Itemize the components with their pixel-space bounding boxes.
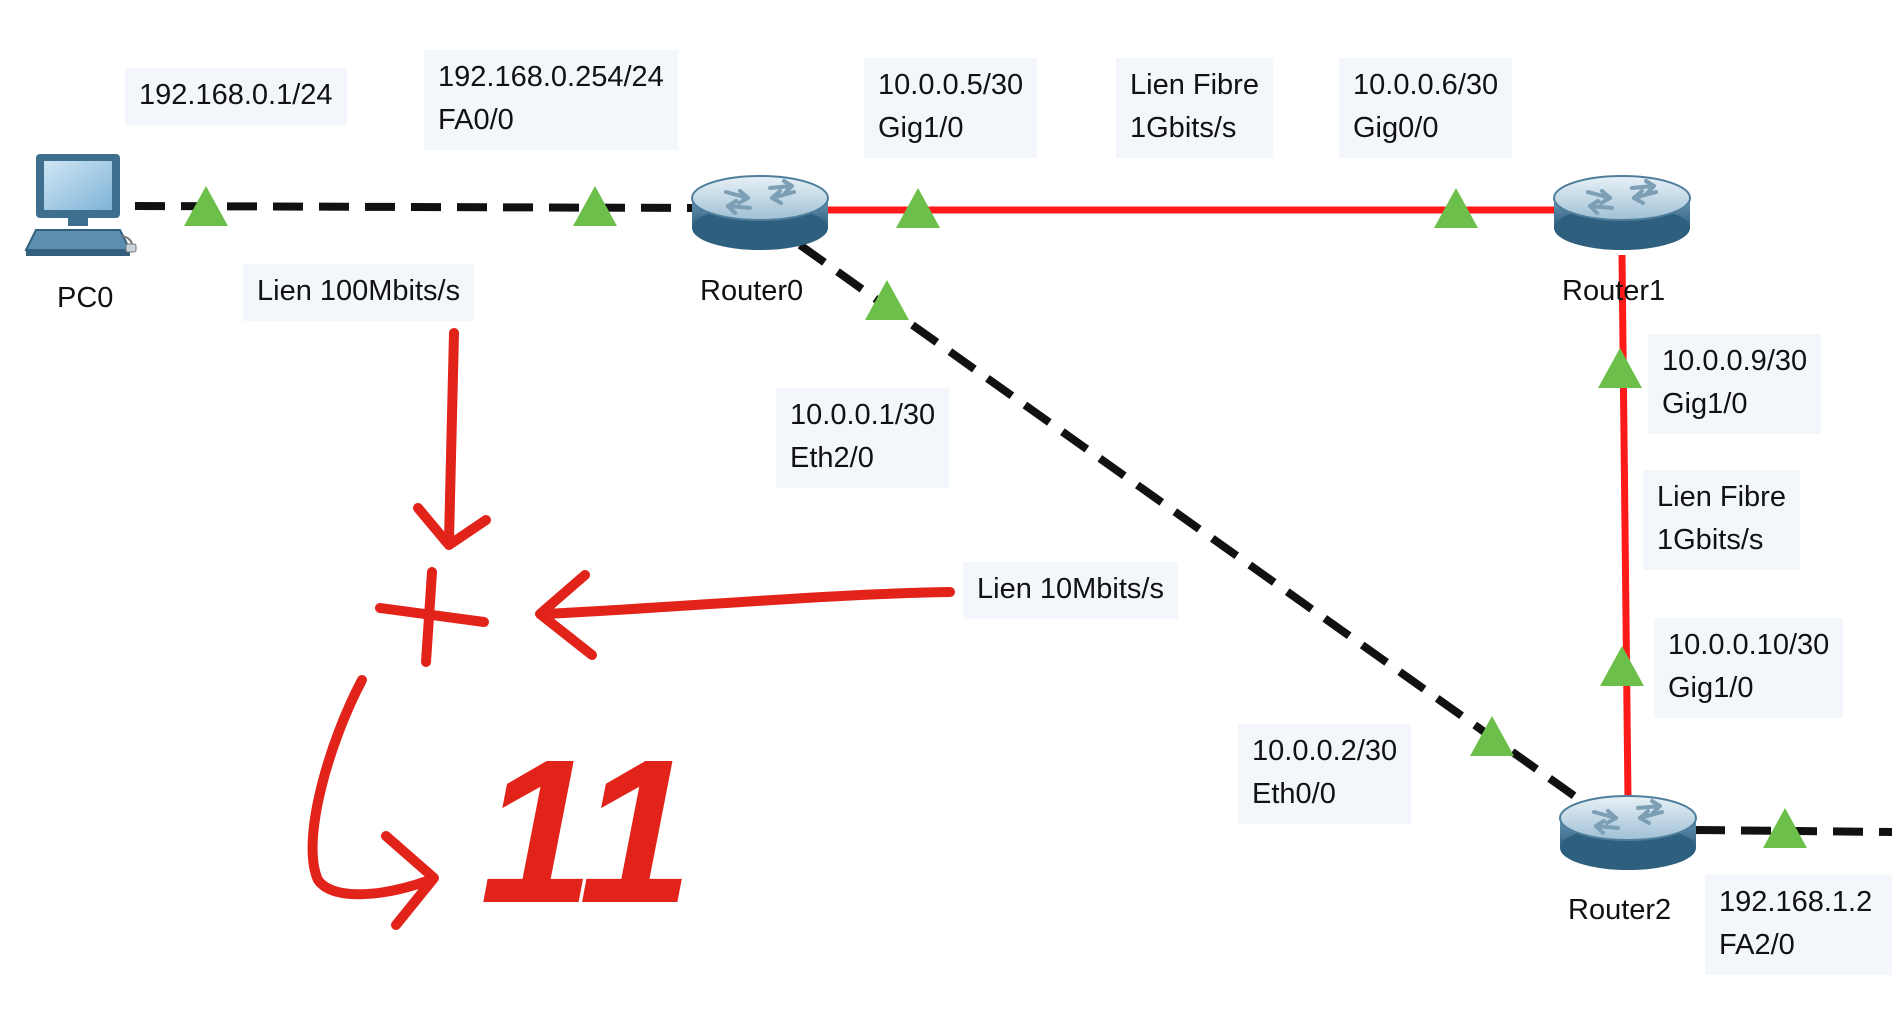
- label-line: Gig0/0: [1353, 112, 1439, 144]
- label-line: FA0/0: [438, 104, 514, 136]
- label-line: Gig1/0: [1668, 672, 1754, 704]
- link-up-marker: [896, 188, 940, 228]
- link-up-marker: [1600, 646, 1644, 686]
- label-router0-gig: 10.0.0.5/30 Gig1/0: [864, 58, 1038, 158]
- label-line: 1Gbits/s: [1657, 524, 1764, 556]
- label-line: 10.0.0.1/30: [790, 399, 936, 431]
- label-router1-gig00: 10.0.0.6/30 Gig0/0: [1339, 58, 1513, 158]
- label-line: Gig1/0: [878, 112, 964, 144]
- down-arrow-shaft: [444, 328, 459, 545]
- link-pc0-router0[interactable]: [134, 202, 696, 212]
- label-line: Gig1/0: [1662, 388, 1748, 420]
- label-line: Eth0/0: [1252, 778, 1336, 810]
- link-up-marker: [1598, 348, 1642, 388]
- label-line: 192.168.1.2: [1719, 886, 1873, 918]
- label-router2-gig: 10.0.0.10/30 Gig1/0: [1654, 618, 1844, 718]
- label-r0-r1-link: Lien Fibre 1Gbits/s: [1116, 58, 1273, 158]
- label-router0-fa: 192.168.0.254/24 FA0/0: [424, 50, 678, 150]
- link-up-marker: [184, 186, 228, 226]
- label-r1-r2-link: Lien Fibre 1Gbits/s: [1643, 470, 1800, 570]
- annotation-result-text: 11: [480, 717, 693, 946]
- device-name-router1: Router1: [1562, 275, 1666, 307]
- label-line: FA2/0: [1719, 929, 1795, 961]
- plus-sign: [375, 567, 489, 667]
- pc-icon[interactable]: [25, 153, 137, 257]
- label-line: 10.0.0.10/30: [1668, 629, 1830, 661]
- link-router0-router2[interactable]: [797, 241, 1583, 804]
- label-line: 10.0.0.6/30: [1353, 69, 1499, 101]
- curved-arrow-head: [381, 831, 439, 930]
- handwritten-annotation: [307, 328, 955, 930]
- link-markers-layer: [184, 186, 1807, 848]
- curved-arrow: [307, 675, 435, 900]
- label-r0-r2-link: Lien 10Mbits/s: [963, 562, 1178, 619]
- label-line: Lien Fibre: [1130, 69, 1259, 101]
- link-router1-router2[interactable]: [1618, 254, 1632, 801]
- link-up-marker: [1763, 808, 1807, 848]
- link-up-marker: [1470, 716, 1514, 756]
- link-up-marker: [1434, 188, 1478, 228]
- label-router2-fa: 192.168.1.2 FA2/0: [1705, 875, 1892, 975]
- router-icon[interactable]: [692, 176, 828, 250]
- label-line: 1Gbits/s: [1130, 112, 1237, 144]
- left-arrow-head: [535, 570, 597, 660]
- down-arrow-head: [413, 503, 491, 550]
- device-name-pc0: PC0: [57, 282, 114, 314]
- label-line: 10.0.0.2/30: [1252, 735, 1398, 767]
- label-router1-gig10: 10.0.0.9/30 Gig1/0: [1648, 334, 1822, 434]
- router-icon[interactable]: [1560, 796, 1696, 870]
- link-up-marker: [573, 186, 617, 226]
- label-pc-link: Lien 100Mbits/s: [243, 264, 475, 321]
- link-up-marker: [865, 280, 909, 320]
- label-router2-eth: 10.0.0.2/30 Eth0/0: [1238, 724, 1412, 824]
- label-line: 192.168.0.254/24: [438, 61, 664, 93]
- label-line: 192.168.0.1/24: [139, 79, 333, 111]
- label-line: Lien 10Mbits/s: [977, 573, 1164, 605]
- label-line: Lien Fibre: [1657, 481, 1786, 513]
- left-arrow-shaft: [540, 587, 955, 619]
- label-line: Lien 100Mbits/s: [257, 275, 461, 307]
- label-router0-eth: 10.0.0.1/30 Eth2/0: [776, 388, 950, 488]
- device-name-router0: Router0: [700, 275, 804, 307]
- label-pc0-ip: 192.168.0.1/24: [125, 68, 347, 125]
- label-line: Eth2/0: [790, 442, 874, 474]
- device-name-router2: Router2: [1568, 894, 1672, 926]
- router-icon[interactable]: [1554, 176, 1690, 250]
- label-line: 10.0.0.5/30: [878, 69, 1024, 101]
- label-line: 10.0.0.9/30: [1662, 345, 1808, 377]
